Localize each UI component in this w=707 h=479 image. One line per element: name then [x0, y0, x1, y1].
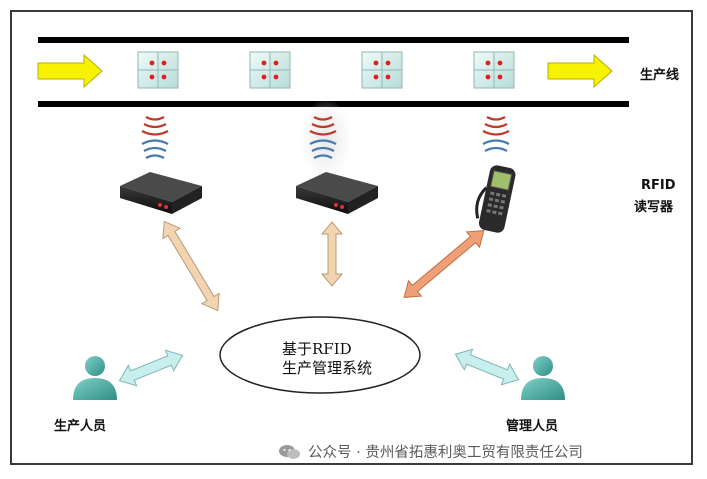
signal-waves-icon — [141, 116, 169, 159]
conveyor-rail-top — [38, 37, 629, 43]
rfid-reader-icon — [120, 172, 202, 214]
tagged-box — [361, 51, 403, 89]
handheld-reader-icon — [475, 165, 516, 233]
link-arrow-right — [403, 230, 485, 298]
watermark: 公众号 · 贵州省拓惠利奥工贸有限责任公司 — [278, 441, 583, 462]
tagged-box — [473, 51, 515, 89]
production-line-label: 生产线 — [640, 68, 680, 83]
system-label-line1: 基于RFID — [282, 340, 352, 358]
tagged-box — [137, 51, 179, 89]
rfid-reader-icon — [296, 172, 378, 214]
flow-arrow-right — [547, 53, 613, 89]
signal-waves-icon — [309, 116, 337, 159]
flow-arrow-left — [37, 53, 103, 89]
person-icon — [521, 356, 565, 400]
management-staff-label: 管理人员 — [506, 419, 559, 434]
person-icon — [73, 356, 117, 400]
tagged-box — [249, 51, 291, 89]
wechat-icon — [279, 444, 300, 459]
system-label-line2: 生产管理系统 — [282, 359, 373, 377]
person-link-arrow-left — [118, 349, 184, 387]
management-system-ellipse — [219, 316, 421, 394]
rfid-reader-label-line2: 读写器 — [634, 200, 674, 215]
rfid-reader-label-line1: RFID — [641, 178, 676, 193]
link-arrow-left — [162, 220, 220, 312]
watermark-text: 公众号 · 贵州省拓惠利奥工贸有限责任公司 — [308, 445, 583, 461]
production-staff-label: 生产人员 — [54, 419, 107, 434]
person-link-arrow-right — [454, 348, 520, 386]
signal-waves-icon — [482, 116, 510, 152]
management-system-label: 基于RFID 生产管理系统 — [282, 340, 372, 378]
link-arrow-middle — [320, 221, 344, 287]
